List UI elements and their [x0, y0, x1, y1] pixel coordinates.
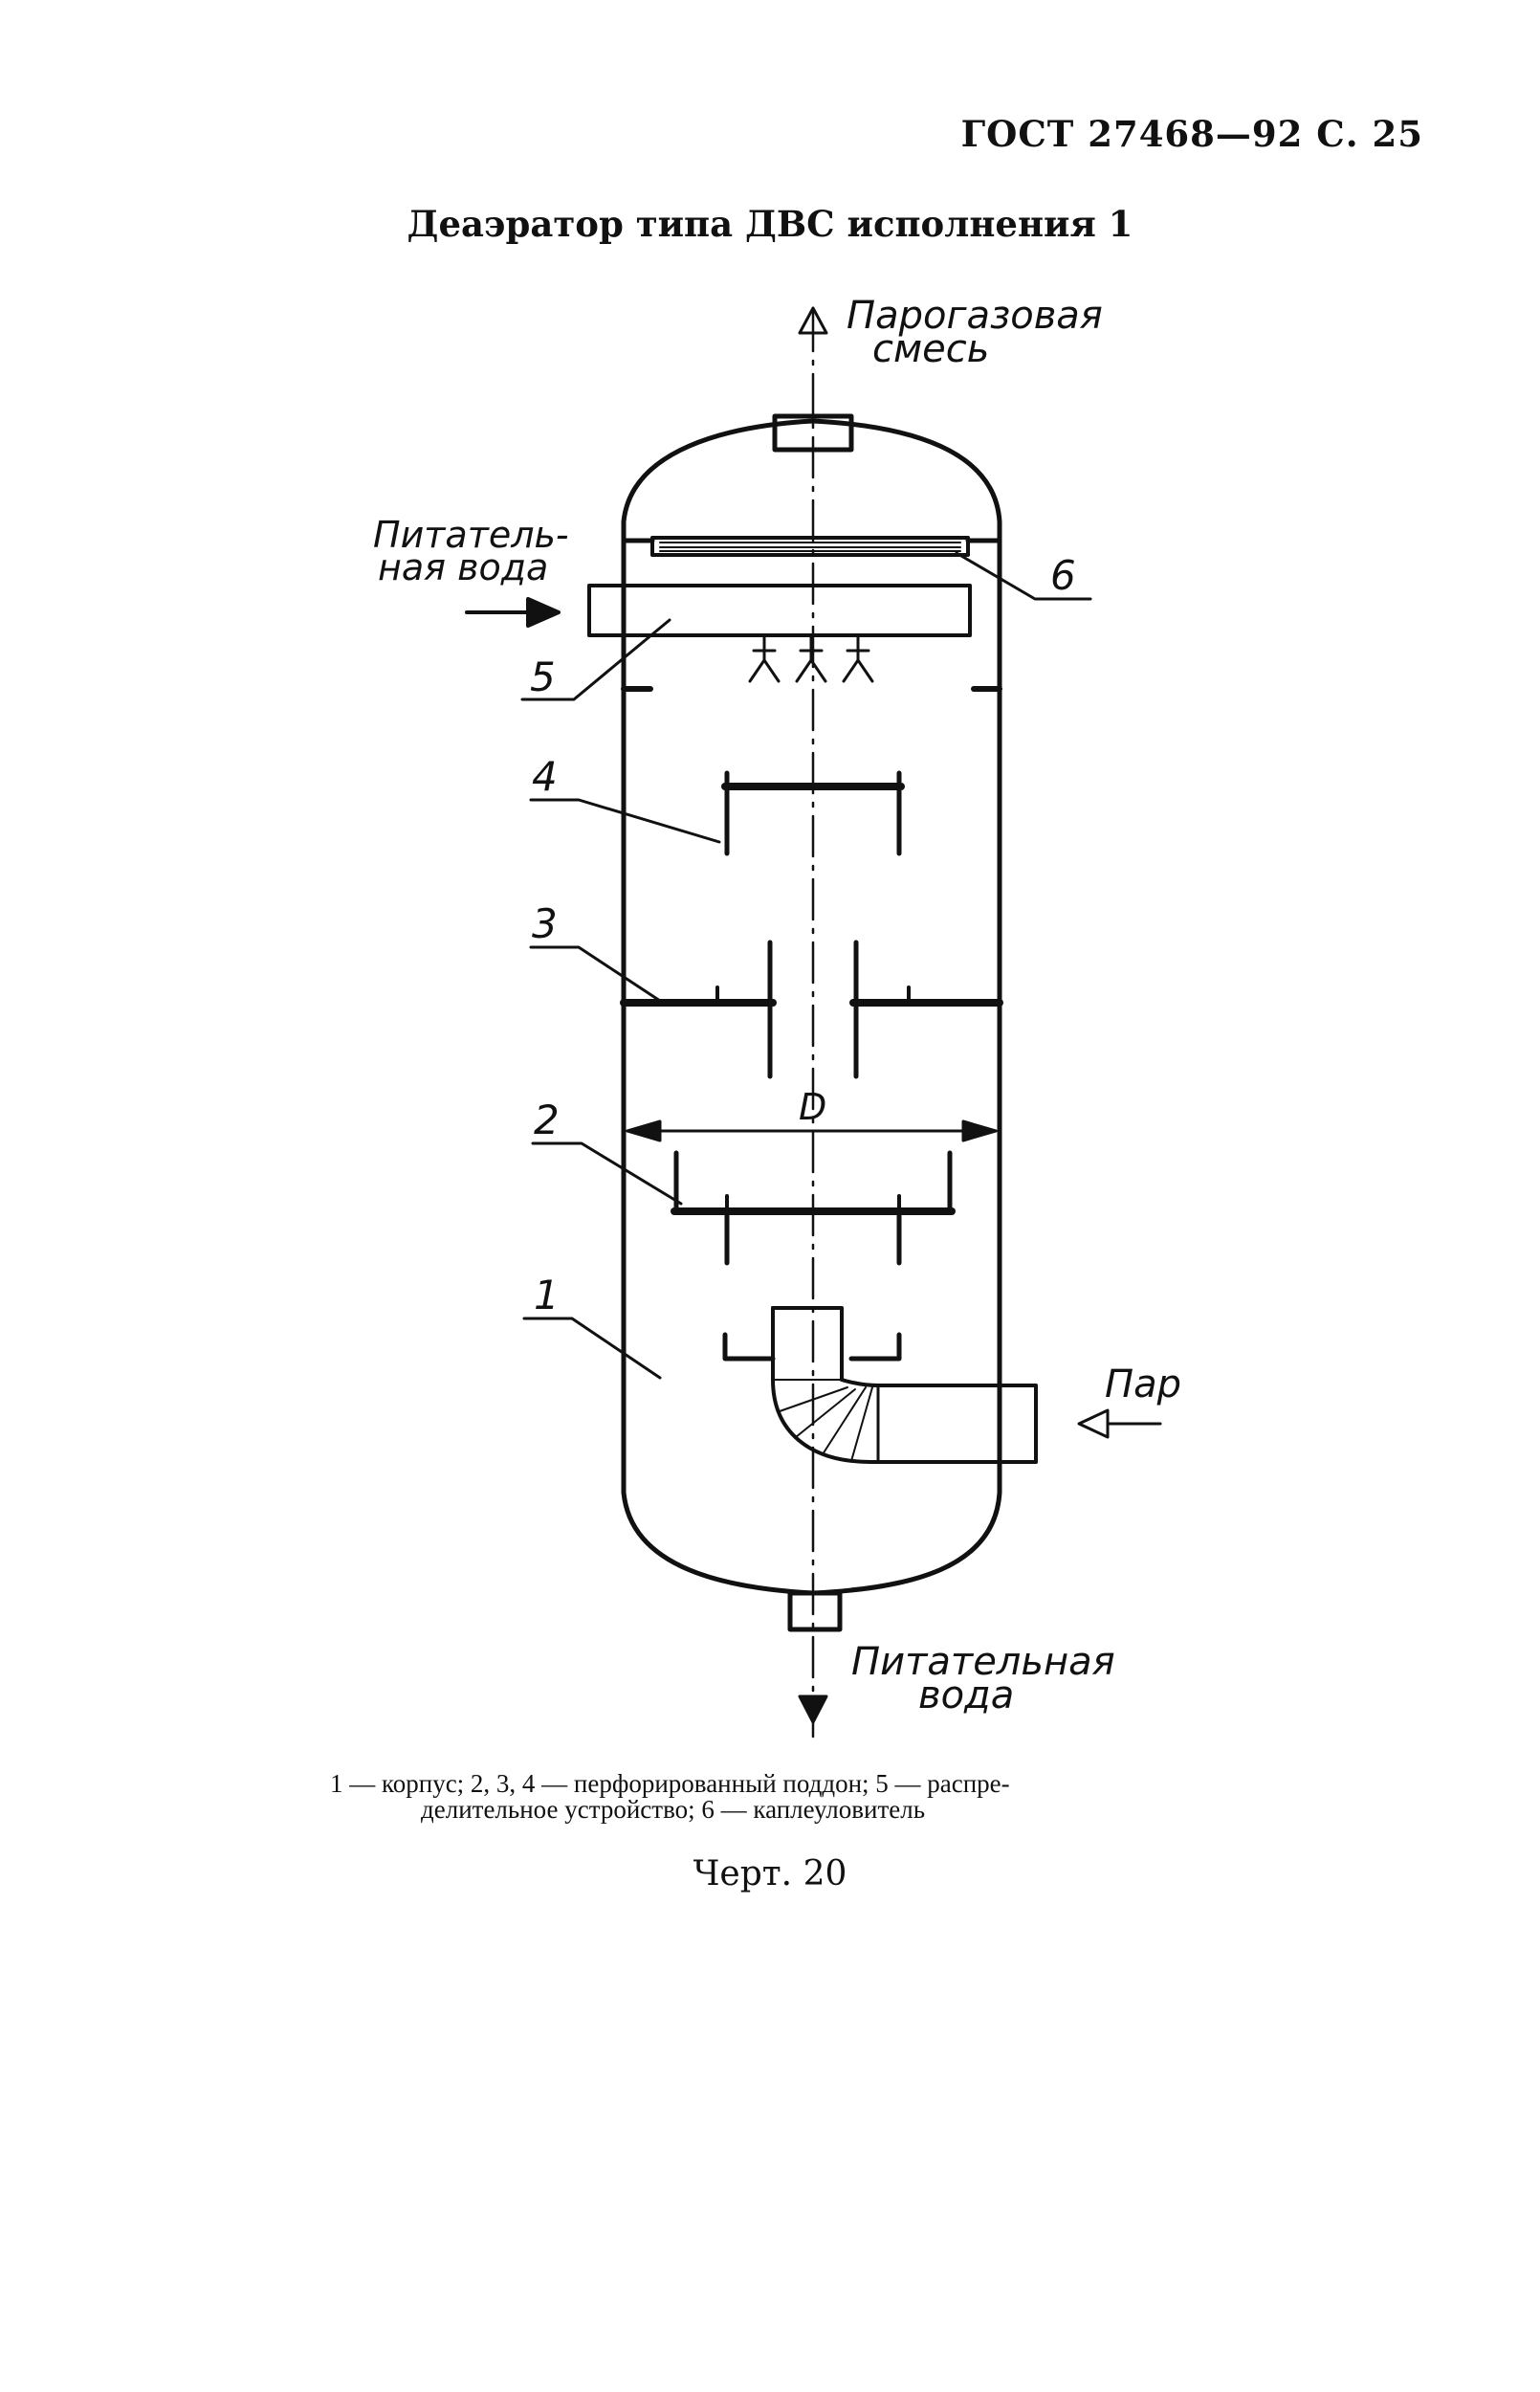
- callout-5: 5: [530, 653, 556, 700]
- callout-6: 6: [1050, 552, 1076, 599]
- callout-leaders: [520, 551, 1092, 1380]
- gas-outlet-arrow-icon: [798, 306, 828, 335]
- figure-number: Черт. 20: [693, 1854, 847, 1894]
- water-outlet-arrow-icon: [798, 1694, 828, 1724]
- callout-4: 4: [532, 753, 558, 800]
- water-outlet-label-line1: Питательная: [851, 1640, 1115, 1684]
- mist-eliminator: [621, 536, 1002, 557]
- feed-water-inlet-arrow-icon: [465, 597, 561, 628]
- steam-in-label: Пар: [1105, 1362, 1181, 1406]
- vessel-shell: [621, 418, 1002, 1596]
- callout-1: 1: [534, 1272, 560, 1318]
- steam-inlet-arrow-icon: [1077, 1408, 1162, 1439]
- bottom-nozzle: [787, 1590, 843, 1632]
- caption-line-2: делительное устройство; 6 — каплеуловите…: [421, 1795, 926, 1824]
- callout-3: 3: [532, 900, 558, 947]
- gas-outlet-label-line1: Парогазовая: [847, 294, 1103, 338]
- callout-2: 2: [534, 1096, 560, 1143]
- document-reference: ГОСТ 27468—92 С. 25: [960, 113, 1423, 155]
- feed-water-in-label-line2: ная вода: [378, 546, 548, 588]
- dimension-d-label: D: [799, 1086, 826, 1128]
- water-outlet-label-line2: вода: [918, 1673, 1014, 1717]
- figure-caption: 1 — корпус; 2, 3, 4 — перфорированный по…: [330, 1771, 1220, 1823]
- dimension-d: [626, 1119, 998, 1142]
- distribution-pipe: [587, 584, 972, 637]
- page-title: Деаэратор типа ДВС исполнения 1: [407, 203, 1133, 245]
- bottom-cup: [722, 1332, 902, 1362]
- feed-water-in-label-line1: Питатель-: [373, 514, 569, 556]
- tray-3: [620, 940, 1003, 1079]
- gas-outlet-label-line2: смесь: [872, 327, 989, 371]
- spray-nozzles: [748, 633, 874, 683]
- steam-inlet-pipe: [771, 1306, 1038, 1464]
- caption-line-1: 1 — корпус; 2, 3, 4 — перфорированный по…: [330, 1769, 1010, 1798]
